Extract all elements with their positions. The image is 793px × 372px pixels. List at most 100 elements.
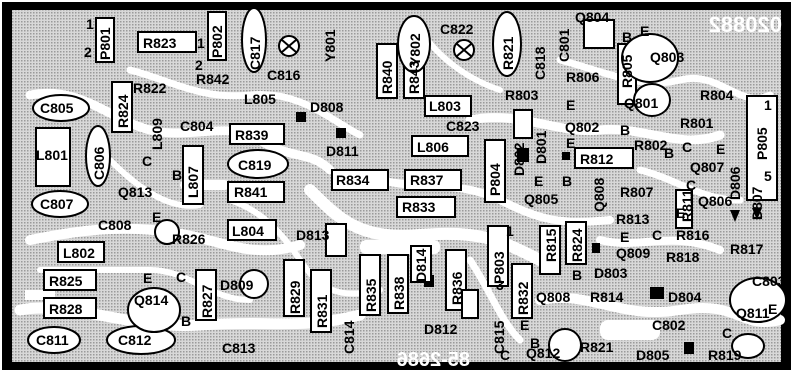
part-label-d814: D814	[413, 248, 429, 282]
pin-labels: C B E E C B E B E E B B C E C E C E B E …	[142, 97, 777, 363]
pin-e-q809: E	[620, 229, 629, 245]
trimmers	[278, 35, 475, 61]
part-label-r824: R824	[115, 94, 131, 128]
pin-c-q807: C	[682, 139, 692, 155]
pin-c-q811: C	[722, 325, 732, 341]
part-label-c801: C801	[556, 28, 572, 62]
part-label-l803: L803	[429, 98, 461, 114]
p801-pin-1: 1	[86, 16, 94, 32]
part-label-r835: R835	[363, 278, 379, 312]
part-label-r816: R816	[676, 227, 710, 243]
part-label-r805: R805	[619, 54, 635, 88]
part-label-d802: D802	[511, 142, 527, 176]
part-label-c806: C806	[91, 146, 107, 180]
pin-b-q805: B	[562, 173, 572, 189]
pin-e-q802: E	[566, 135, 575, 151]
p801-pin-2: 2	[84, 44, 92, 60]
pin-e-q812: E	[520, 317, 529, 333]
part-label-r839: R839	[235, 127, 269, 143]
part-label-q812: Q812	[526, 345, 560, 361]
part-label-d812: D812	[424, 321, 458, 337]
part-label-r842: R842	[196, 71, 230, 87]
part-label-q808-top: Q808	[591, 178, 607, 212]
labels: P801 1 2 R823 1 2 P802 R822 R842 C817 C8…	[36, 9, 786, 363]
part-label-c804: C804	[180, 118, 214, 134]
pin-b-q813: B	[172, 167, 182, 183]
part-label-l801: L801	[36, 147, 68, 163]
part-label-p801: P801	[97, 27, 113, 60]
part-label-r815: R815	[543, 228, 559, 262]
part-label-c812: C812	[118, 332, 152, 348]
part-label-c822: C822	[440, 21, 474, 37]
part-label-r831: R831	[314, 294, 330, 328]
part-label-r802: R802	[634, 137, 668, 153]
part-label-c817: C817	[247, 36, 263, 70]
part-label-q808: Q808	[536, 289, 570, 305]
pin-b-q802: B	[620, 122, 630, 138]
part-label-r841: R841	[234, 184, 268, 200]
pin-c-q814: C	[176, 269, 186, 285]
part-label-c814: C814	[341, 320, 357, 354]
part-label-c818: C818	[532, 46, 548, 80]
part-label-c808: C808	[98, 217, 132, 233]
part-label-c807: C807	[40, 196, 74, 212]
part-label-r840: R840	[379, 60, 395, 94]
part-label-r833: R833	[402, 199, 436, 215]
part-label-d813: D813	[296, 227, 330, 243]
component-bodies	[35, 11, 778, 333]
part-label-d808: D808	[310, 99, 344, 115]
diode-bodies	[325, 109, 533, 319]
part-label-q811: Q811	[736, 305, 770, 321]
part-label-d811: D811	[326, 143, 359, 159]
pin-c-q813: C	[142, 153, 152, 169]
part-label-r804: R804	[700, 87, 734, 103]
part-label-r829: R829	[287, 280, 303, 314]
part-label-q809: Q809	[616, 245, 650, 261]
part-label-r823: R823	[143, 35, 177, 51]
part-label-d805: D805	[636, 347, 670, 363]
part-label-c805: C805	[40, 100, 74, 116]
part-label-y801: Y801	[322, 29, 338, 62]
part-label-r814: R814	[590, 289, 624, 305]
pin-e-q805: E	[534, 173, 543, 189]
part-label-q801: Q801	[624, 95, 658, 111]
part-label-r819: R819	[708, 347, 742, 363]
pin-e-q813: E	[152, 209, 161, 225]
pin-c-q812: C	[500, 347, 510, 363]
part-label-q814: Q814	[134, 292, 168, 308]
part-label-l806: L806	[417, 139, 449, 155]
part-label-r834: R834	[336, 172, 370, 188]
pin-e-q811: E	[768, 301, 777, 317]
part-label-q802: Q802	[565, 119, 599, 135]
q804-pin-b: B	[622, 29, 632, 45]
part-label-d801: D801	[533, 130, 549, 164]
serial-marking: 020882	[709, 12, 782, 37]
pin-e-q801: E	[566, 97, 575, 113]
part-label-q804: Q804	[575, 9, 609, 25]
part-label-l805: L805	[244, 91, 276, 107]
part-label-d806: D806	[727, 166, 743, 200]
p803-pin-3: 3	[496, 277, 504, 293]
pin-b-q808: B	[572, 267, 582, 283]
part-label-p803: P803	[491, 251, 507, 284]
part-label-d803: D803	[594, 265, 628, 281]
part-label-r811: R811	[679, 189, 695, 222]
part-label-c823: C823	[446, 118, 480, 134]
part-label-p805: P805	[754, 127, 770, 160]
part-label-r828: R828	[49, 301, 83, 317]
part-label-c819: C819	[238, 157, 272, 173]
pin-c-q806: C	[686, 177, 696, 193]
part-label-c816: C816	[267, 67, 301, 83]
part-label-r801: R801	[680, 115, 714, 131]
part-label-r836: R836	[449, 271, 465, 305]
part-label-q805: Q805	[524, 191, 558, 207]
part-label-p802: P802	[209, 25, 225, 58]
part-label-r821b: R821	[580, 339, 614, 355]
part-label-c811: C811	[36, 332, 69, 348]
pin-b-q807: B	[664, 145, 674, 161]
part-label-r803: R803	[505, 87, 539, 103]
part-label-r843: R843	[406, 60, 422, 94]
part-label-r807: R807	[620, 184, 654, 200]
part-label-r826: R826	[172, 231, 206, 247]
